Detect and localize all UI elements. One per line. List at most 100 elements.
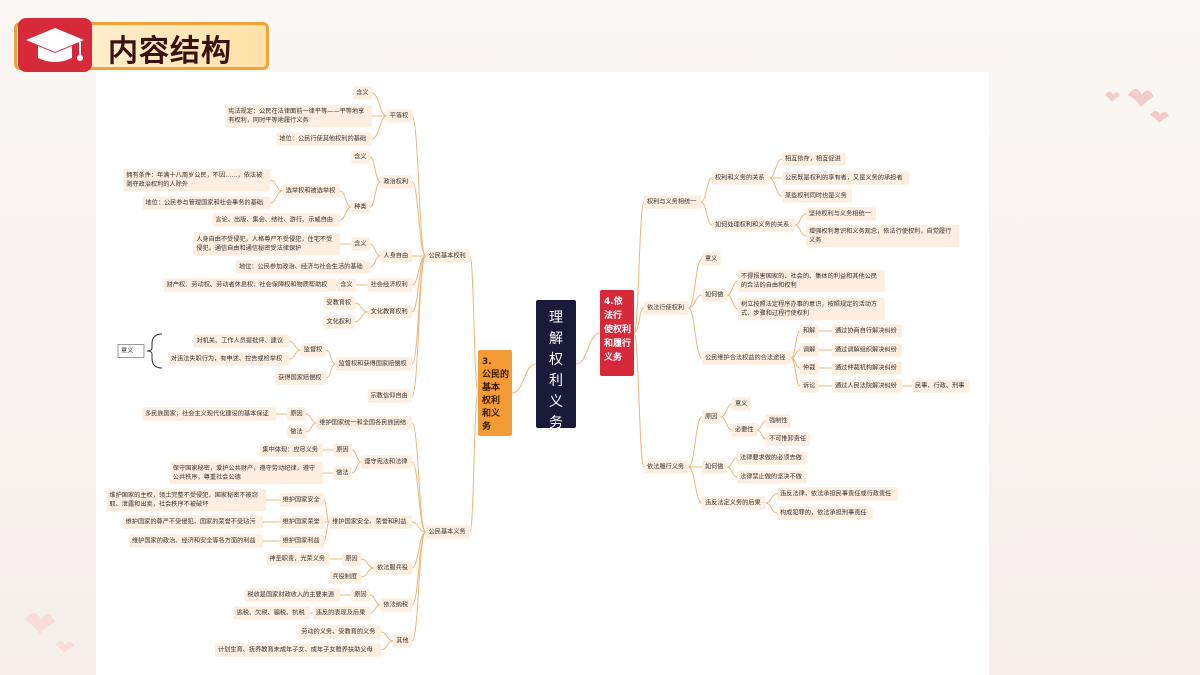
node-label: 法律禁止做的坚决不做 [740, 473, 802, 481]
mindmap-node-left: 多民族国家；社会主义现代化建设的基本保证 [142, 407, 276, 421]
connector-line [305, 422, 317, 433]
node-box [374, 561, 412, 575]
connector-line [688, 466, 703, 504]
connector-line [757, 420, 767, 431]
node-label: 维护国家的政治、经济和安全等各方面的利益 [132, 537, 256, 545]
node-label: 如何处理权利和义务的关系 [715, 221, 789, 229]
node-box [215, 643, 381, 657]
node-label: 宪法规定：公民在法律面前一律平等——平等地享 [228, 107, 364, 115]
connector-line [633, 332, 645, 468]
left-root-box [478, 350, 512, 436]
connector-line [288, 340, 301, 351]
connector-line [354, 311, 368, 323]
node-box [142, 196, 270, 210]
mindmap-node-left: 公民基本权利 [425, 249, 470, 263]
node-box [766, 432, 811, 446]
connector-line [511, 363, 537, 394]
node-box [737, 451, 807, 465]
node-box [298, 625, 381, 639]
connector-line [700, 177, 713, 203]
node-label: 坚持权利与义务相统一 [809, 210, 871, 218]
node-label: 通过人民法院解决纠纷 [835, 382, 897, 390]
node-label: 含义 [340, 281, 352, 289]
node-label: 通过调解组织解决纠纷 [835, 346, 897, 354]
node-box [212, 213, 340, 227]
connector-line [687, 307, 703, 359]
mindmap-node-left: 地位：公民参加政治、经济与社会生活的基础 [236, 260, 370, 274]
mindmap-node-left: 人身自由 [380, 249, 412, 263]
node-label: 含义 [354, 153, 366, 161]
node-label: 文化权利 [326, 318, 351, 326]
node-box [393, 634, 412, 648]
mindmap-node-left: 依法服兵役 [374, 561, 412, 575]
node-box [702, 496, 766, 510]
node-label: 计划生育、抚养教育未成年子女、成年子女赡养扶助父母 [218, 646, 373, 654]
connector-line [369, 255, 381, 268]
mindmap-node-right: 坚持权利与义务相统一 [806, 207, 876, 221]
mindmap-node-right: 仲裁 [800, 361, 819, 375]
node-box [163, 278, 336, 292]
node-label: 某些权利同时也是义务 [785, 192, 847, 200]
mindmap-node-left: 宗教信仰自由 [367, 389, 412, 403]
connector-line [727, 457, 738, 468]
node-box [337, 278, 356, 292]
connector-line [411, 115, 427, 257]
node-box [832, 361, 902, 375]
connector-line [288, 349, 301, 360]
node-label: 构成犯罪的，依法承担刑事责任 [780, 509, 867, 517]
node-label: 维护国家的主权，领土完整不受侵犯，国家秘密不被窃 [109, 491, 258, 499]
mindmap-node-right: 权利与义务相统一 [644, 195, 702, 209]
mindmap-node-left: 获得国家赔偿权 [275, 371, 326, 385]
mindmap-node-left: 社会经济权利 [367, 278, 412, 292]
mindmap-node-right: 违反法定义务的后果 [702, 496, 766, 510]
node-label: 取、泄露和出卖，社会秩序不被破坏 [109, 500, 209, 508]
node-box [644, 460, 689, 474]
node-label: 多民族国家；社会主义现代化建设的基本保证 [145, 410, 269, 418]
node-box [351, 237, 370, 251]
node-label: 剥夺政治权利的人除外 [126, 180, 188, 188]
node-box [335, 357, 412, 371]
header: 内容结构 [14, 18, 269, 72]
graduation-cap-logo-icon [18, 18, 92, 72]
node-label: 政治权利 [383, 178, 408, 186]
node-box [329, 570, 361, 584]
mindmap-node-left: 含义 [353, 86, 372, 100]
mindmap-node-left: 维护国家的尊严不受侵犯，国家的荣誉不受玷污 [122, 515, 263, 529]
node-label: 获得国家赔偿权 [278, 374, 321, 382]
mindmap-node-left: 税收是国家财政收入的主要来源 [244, 588, 340, 602]
node-box [266, 552, 330, 566]
node-box [800, 324, 819, 338]
node-label: 如何做 [705, 463, 724, 471]
node-box [800, 343, 819, 357]
node-box [425, 525, 470, 539]
node-label: 其他 [396, 637, 408, 645]
mindmap-node-right: 如何处理权利和义务的关系 [712, 218, 795, 232]
node-box [169, 461, 323, 485]
mindmap-node-left: 平等权 [386, 109, 412, 123]
mindmap-node-left: 其他 [393, 634, 412, 648]
mindmap-node-right: 通过仲裁机构解决纠纷 [832, 361, 902, 375]
mindmap-node-left: 维护国家安全 [279, 493, 324, 507]
mindmap-node-left: 原因 [342, 552, 361, 566]
node-label: 通过仲裁机构解决纠纷 [835, 364, 897, 372]
node-box [333, 443, 352, 457]
node-label: 维护国家统一和全国各民族团结 [319, 419, 406, 427]
node-label: 人身自由 [383, 252, 408, 260]
connector-line [360, 558, 375, 569]
connector-line [369, 156, 381, 183]
mindmap-node-right: 权利和义务的关系 [712, 171, 770, 185]
node-box [300, 343, 326, 357]
node-box [782, 152, 846, 166]
node-box [287, 407, 306, 421]
node-box [712, 171, 770, 185]
center-node-box [536, 300, 576, 428]
mindmap-node-left: 政治权利 [380, 175, 412, 189]
node-label: 意义 [121, 347, 133, 355]
node-label: 意义 [735, 400, 747, 408]
node-box [122, 515, 263, 529]
node-box [644, 301, 689, 315]
mindmap-node-left: 含义 [351, 237, 370, 251]
node-label: 公民基本权利 [429, 252, 466, 260]
node-label: 地位：公民参与管理国家和社会事务的基础 [145, 199, 263, 207]
